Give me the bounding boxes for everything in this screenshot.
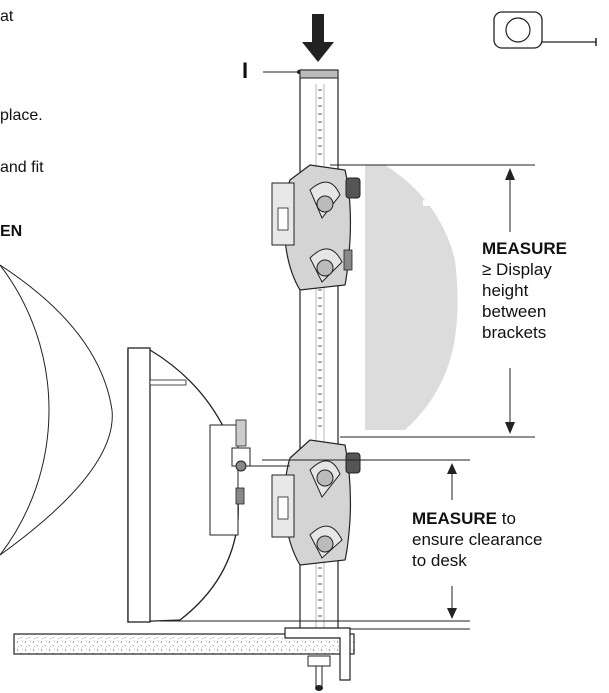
callout-letter: I bbox=[242, 58, 249, 83]
circle-arc bbox=[0, 264, 113, 556]
measure-height-label: MEASURE ≥ Display height between bracket… bbox=[482, 238, 567, 343]
circle-outline bbox=[0, 264, 50, 556]
text-fragment-1: at bbox=[0, 8, 14, 25]
tape-measure-icon bbox=[493, 11, 597, 49]
text-fragment-2: place. bbox=[0, 107, 43, 124]
text-fragment-3: and fit bbox=[0, 159, 44, 176]
measure-clearance-label: MEASURE to ensure clearance to desk bbox=[412, 508, 542, 571]
desk-surface bbox=[13, 633, 355, 655]
upper-bracket bbox=[271, 164, 361, 291]
measure-keyword: MEASURE bbox=[412, 509, 498, 528]
lower-bracket bbox=[250, 439, 361, 566]
text-fragment-4: EN bbox=[0, 223, 23, 240]
measure-height-line-3: between bbox=[482, 302, 547, 321]
display-side-view bbox=[127, 347, 251, 623]
measure-keyword-suffix: to bbox=[497, 509, 516, 528]
display-silhouette bbox=[365, 165, 458, 430]
measure-keyword: MEASURE bbox=[482, 239, 568, 258]
down-arrow-icon bbox=[302, 14, 334, 62]
desk-clamp bbox=[284, 627, 351, 691]
measure-height-line-2: height bbox=[482, 281, 529, 300]
measure-clearance-line-2: to desk bbox=[412, 551, 467, 570]
measure-clearance-line-1: ensure clearance bbox=[412, 530, 543, 549]
measure-height-line-4: brackets bbox=[482, 323, 547, 342]
measure-height-line-1: ≥ Display bbox=[482, 260, 552, 279]
